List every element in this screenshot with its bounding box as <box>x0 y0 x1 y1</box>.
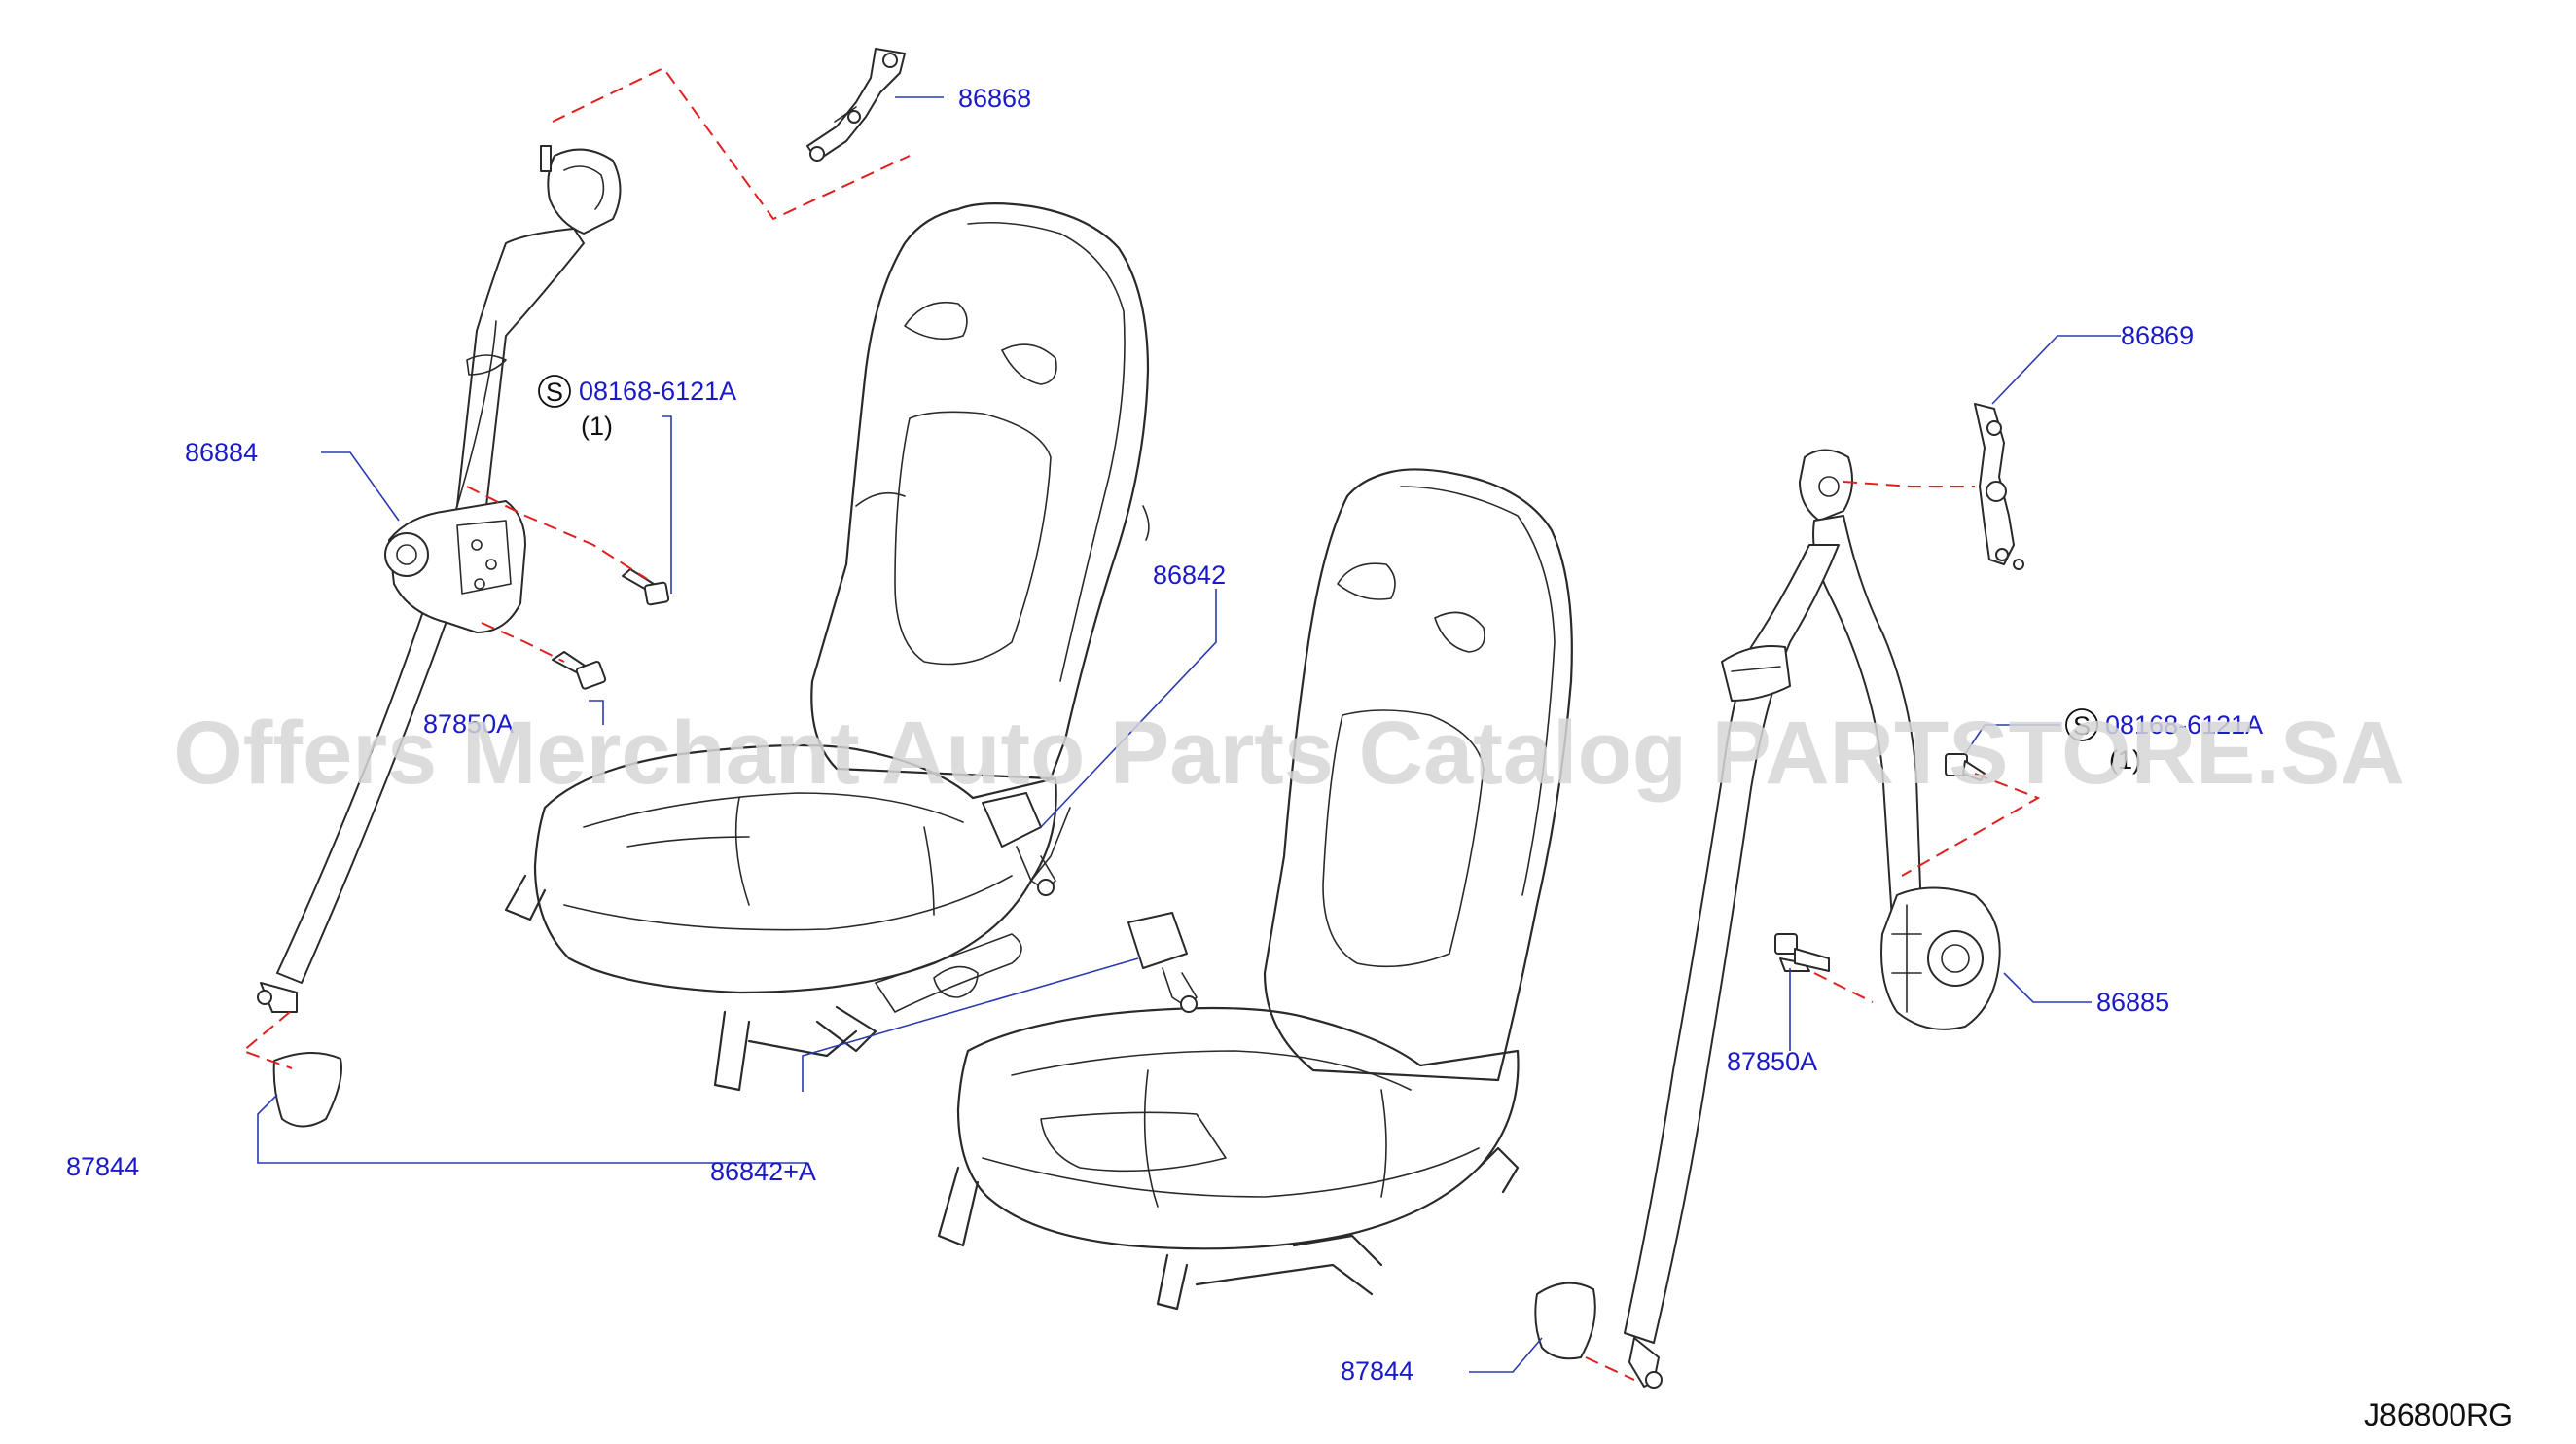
part-label-08168-right[interactable]: 08168-6121A <box>2105 710 2263 740</box>
standard-part-letter: S <box>546 378 563 407</box>
dashed-association-lines <box>241 66 2041 1381</box>
part-label-87850a-left[interactable]: 87850A <box>423 709 514 739</box>
part-label-86885[interactable]: 86885 <box>2096 988 2169 1017</box>
left-seat-drawing <box>504 202 1150 1092</box>
leader-lines <box>257 96 2121 1373</box>
part-label-87850a-right[interactable]: 87850A <box>1727 1047 1817 1076</box>
left-seatbelt-assembly <box>257 48 906 1128</box>
part-label-08168-left[interactable]: 08168-6121A <box>579 377 736 406</box>
part-labels: 86868 86884 08168-6121A (1) 87850A 86842… <box>66 84 2263 1386</box>
part-label-86842[interactable]: 86842 <box>1153 560 1226 590</box>
part-label-86869[interactable]: 86869 <box>2121 321 2194 350</box>
standard-part-symbol-right: S <box>2065 708 2098 741</box>
diagram-code: J86800RG <box>2364 1397 2513 1432</box>
part-qty-08168-left: (1) <box>581 412 613 441</box>
part-label-87844-right[interactable]: 87844 <box>1341 1356 1413 1386</box>
right-seat-drawing <box>937 468 1573 1311</box>
standard-part-symbol-left: S <box>538 375 571 408</box>
part-label-86868[interactable]: 86868 <box>958 84 1031 113</box>
part-qty-08168-right: (1) <box>2109 745 2141 775</box>
standard-part-letter: S <box>2073 711 2091 740</box>
part-label-87844-left[interactable]: 87844 <box>66 1152 139 1181</box>
part-label-86884[interactable]: 86884 <box>185 438 258 467</box>
part-label-86842a[interactable]: 86842+A <box>710 1157 816 1186</box>
watermark-text: Offers Merchant Auto Parts Catalog PARTS… <box>173 704 2405 803</box>
right-seatbelt-assembly <box>1534 403 2024 1389</box>
